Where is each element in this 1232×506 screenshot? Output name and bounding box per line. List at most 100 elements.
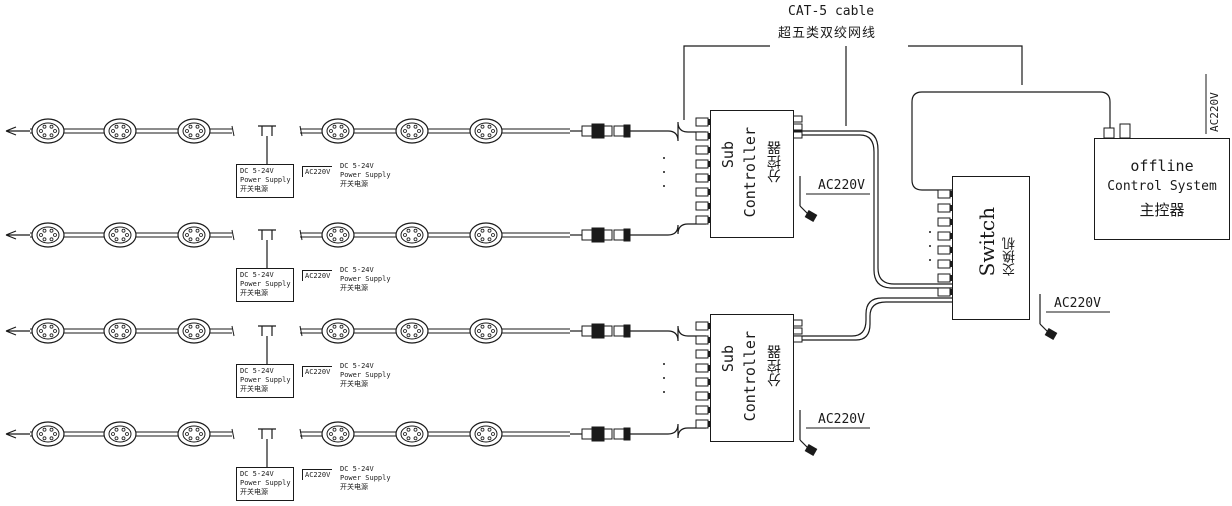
power-supply-line3: 开关电源 [240,385,268,393]
sub2-plug [799,410,818,456]
power-supply-side-line2: Power Supply [340,371,391,379]
power-supply-side-line1: DC 5-24V [340,465,374,473]
power-supply-line1: DC 5-24V [240,367,274,375]
sub1-power-label: AC220V [818,178,865,193]
pixel-node [103,421,137,447]
ellipsis-dot [929,231,931,233]
cable-label-en: CAT-5 cable [788,4,875,19]
pixel-node [103,222,137,248]
power-supply-side-line3: 开关电源 [340,284,368,292]
pixel-node [469,421,503,447]
ellipsis-dot [663,377,665,379]
power-supply-side-line1: DC 5-24V [340,266,374,274]
power-supply-line3: 开关电源 [240,185,268,193]
pixel-node [177,421,211,447]
sub-controller-2: Sub Controller 分控器 [710,314,794,442]
cable-connector [570,227,631,243]
power-supply-side-line2: Power Supply [340,275,391,283]
power-supply-input-label: AC220V [302,469,333,480]
power-supply-input-label: AC220V [302,166,333,177]
strip-row-4 [5,421,706,467]
pixel-node [103,118,137,144]
pixel-node [103,318,137,344]
ellipsis-dot [663,171,665,173]
pixel-node [469,222,503,248]
pixel-node [395,318,429,344]
power-supply-line2: Power Supply [240,176,291,184]
switch-label: Switch [975,207,999,277]
power-supply-side-line1: DC 5-24V [340,162,374,170]
switch-power-label: AC220V [1054,296,1101,311]
pixel-node [395,421,429,447]
cable-connector [570,323,631,339]
main-controller-line3: 主控器 [1139,201,1185,219]
power-supply-line1: DC 5-24V [240,271,274,279]
pixel-node [31,118,65,144]
power-supply-line3: 开关电源 [240,289,268,297]
pixel-node [321,318,355,344]
strip-row-1 [5,118,706,164]
power-supply-input-label: AC220V [302,366,333,377]
ellipsis-dot [663,185,665,187]
power-supply-input-label: AC220V [302,270,333,281]
power-supply-side-line2: Power Supply [340,474,391,482]
cable-connector [570,123,631,139]
main-controller: offline Control System 主控器 [1094,138,1230,240]
sub1-plug [799,176,818,222]
sub1-line3: 分控器 [767,141,783,183]
power-plug-icon [1039,294,1058,340]
sub2-line3: 分控器 [767,345,783,387]
main-controller-line2: Control System [1107,179,1217,194]
pixel-node [395,118,429,144]
pixel-node [31,421,65,447]
switch-box: Switch 交换机 [952,176,1030,320]
main-power-label: AC220V [1208,92,1221,132]
cable-sub2-to-switch [792,297,952,337]
ellipsis-dot [663,391,665,393]
power-supply-line2: Power Supply [240,280,291,288]
pixel-node [177,222,211,248]
sub2-line1: Sub [719,345,737,373]
pixel-node [395,222,429,248]
ellipsis-dot [929,259,931,261]
pixel-node [321,222,355,248]
power-supply-line1: DC 5-24V [240,167,274,175]
pixel-node [469,318,503,344]
switch-plug [1039,294,1058,340]
pixel-node [469,118,503,144]
sub-controller-1: Sub Controller 分控器 [710,110,794,238]
power-plug-icon [799,410,818,456]
power-supply-side-line3: 开关电源 [340,380,368,388]
pixel-node [321,118,355,144]
sub1-line1: Sub [719,141,737,169]
power-supply-side-line1: DC 5-24V [340,362,374,370]
ellipsis-dot [663,157,665,159]
sub1-line2: Controller [741,127,759,218]
switch-label-cn: 交换机 [1003,237,1018,276]
cable-label-cn: 超五类双绞网线 [778,26,877,41]
pixel-node [31,222,65,248]
power-supply-side-line3: 开关电源 [340,483,368,491]
cable-arrow-to-sub1 [683,45,770,120]
strip-row-2 [5,222,706,268]
pixel-node [31,318,65,344]
ellipsis-dot [663,363,665,365]
power-plug-icon [799,176,818,222]
cable-main-to-switch [911,91,1111,191]
cable-arrow-to-main [908,45,1023,85]
cable-sub1-to-switch [792,130,952,285]
pixel-node [177,118,211,144]
main-controller-line1: offline [1130,157,1194,175]
power-supply-line2: Power Supply [240,376,291,384]
strip-row-3 [5,318,706,364]
sub2-line2: Controller [741,331,759,422]
power-supply-side-line3: 开关电源 [340,180,368,188]
